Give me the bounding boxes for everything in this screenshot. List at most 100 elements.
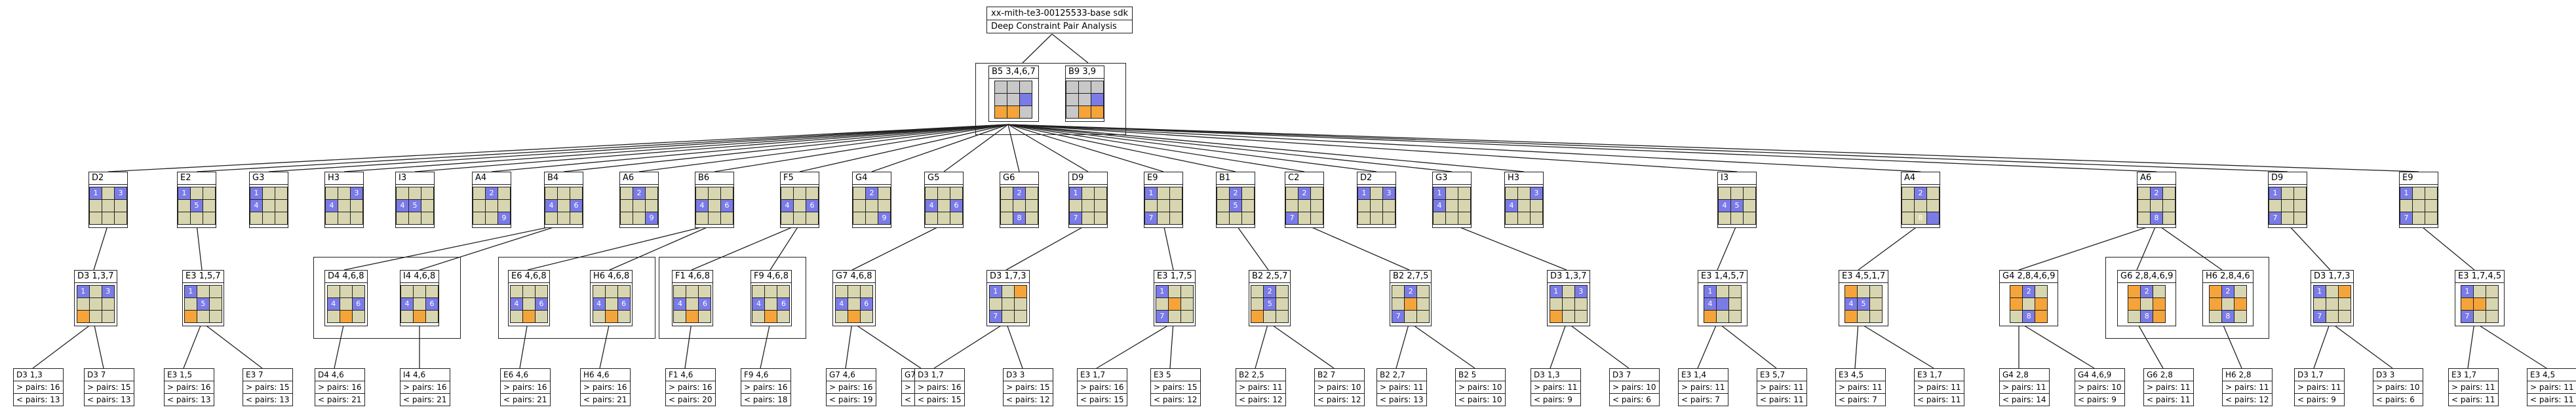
grid-cell <box>1729 286 1742 297</box>
leaf-label: E3 1,5 <box>167 370 193 379</box>
node-label: F5 <box>781 172 819 185</box>
grid-cell <box>2413 200 2425 212</box>
grid-cell <box>2163 212 2175 224</box>
node-label: D4 4,6,8 <box>325 271 367 283</box>
grid-cell <box>2338 311 2351 322</box>
leaf-label: B2 5 <box>1458 370 1477 379</box>
grid-cell <box>2138 187 2150 199</box>
tree-edge <box>196 124 1009 172</box>
leaf-node: E3 5,7> pairs: 11< pairs: 11 <box>1757 368 1807 406</box>
grid-cell <box>926 212 937 224</box>
grid-cell <box>1014 311 1026 322</box>
grid-cell <box>1311 212 1323 224</box>
node-label: E9 <box>2400 172 2438 185</box>
grid-cell <box>2153 286 2166 297</box>
grid-cell <box>1002 311 1014 322</box>
leaf-node: D3 1,7> pairs: 16< pairs: 15 <box>914 368 965 406</box>
grid-cell <box>848 298 860 310</box>
grid-cell <box>1181 298 1193 310</box>
grid-cell <box>794 187 806 199</box>
tree-edge <box>201 322 263 369</box>
grid-cell <box>326 212 338 224</box>
leaf-node: D4 4,6> pairs: 16< pairs: 21 <box>315 368 365 406</box>
grid-cell <box>1298 200 1310 212</box>
grid-cell <box>558 212 570 224</box>
tree-edge <box>1717 223 1738 271</box>
grid-cell <box>2282 187 2293 199</box>
grid-cell: 6 <box>806 200 818 212</box>
grid-cell: 1 <box>178 187 190 199</box>
leaf-lt: < pairs: 13 <box>1377 393 1426 406</box>
leaf-label: E3 1,7 <box>1080 370 1106 379</box>
grid-cell <box>1001 187 1013 199</box>
grid-cell <box>340 311 352 322</box>
grid-cell: 2 <box>1230 187 1241 199</box>
grid-cell <box>522 298 535 310</box>
grid-cell <box>570 212 582 224</box>
tree-edge <box>1007 124 1305 172</box>
node-label: E6 4,6,8 <box>509 271 549 283</box>
grid-cell <box>1358 200 1370 212</box>
grid-cell: 1 <box>2400 187 2412 199</box>
grid-cell: 5 <box>1230 200 1241 212</box>
grid-cell <box>1091 94 1103 105</box>
grid-cell <box>209 311 222 322</box>
tree-edge <box>2136 322 2164 369</box>
grid-cell <box>2023 298 2035 310</box>
leaf-gt: > pairs: 10 <box>1456 381 1505 393</box>
grid-cell: 1 <box>2269 187 2281 199</box>
grid-cell <box>1858 311 1870 322</box>
node-label: I4 4,6,8 <box>400 271 439 283</box>
leaf-gt: > pairs: 16 <box>14 381 63 393</box>
grid-cell <box>197 286 209 297</box>
leaf-gt: > pairs: 16 <box>1078 381 1127 393</box>
leaf-lt: < pairs: 12 <box>1004 393 1053 406</box>
grid-cell <box>2474 311 2486 322</box>
grid-cell <box>2326 286 2338 297</box>
leaf-node: D3 7> pairs: 10< pairs: 6 <box>1609 368 1660 406</box>
grid-cell <box>102 298 114 310</box>
grid-cell <box>1446 187 1458 199</box>
grid-cell <box>2163 200 2175 212</box>
leaf-lt: < pairs: 7 <box>1836 393 1885 406</box>
tree-edge <box>2287 223 2331 271</box>
leaf-label: D3 1,7 <box>918 370 944 379</box>
grid-cell <box>338 187 350 199</box>
leaf-lt: < pairs: 21 <box>501 393 550 406</box>
grid-cell <box>1870 298 1883 310</box>
grid-cell <box>401 311 413 322</box>
node-label: G7 4,6,8 <box>833 271 875 283</box>
grid-cell <box>950 187 962 199</box>
grid-cell <box>209 286 222 297</box>
tree-edge <box>1007 124 1089 172</box>
grid-cell <box>1251 286 1264 297</box>
node-label: I3 <box>1718 172 1756 185</box>
leaf-label: D3 3 <box>2376 370 2395 379</box>
tree-edge <box>1858 322 1934 369</box>
grid-cell <box>1392 298 1405 310</box>
grid-cell <box>2234 298 2246 310</box>
tree-edge <box>1235 223 1269 271</box>
tree-edge <box>1409 322 1475 369</box>
leaf-node: F1 4,6> pairs: 16< pairs: 20 <box>665 368 716 406</box>
grid-cell <box>2010 298 2023 310</box>
leaf-label: G4 4,6,9 <box>2078 370 2112 379</box>
grid-cell <box>765 298 777 310</box>
grid-cell <box>1371 187 1382 199</box>
grid-cell: 8 <box>2023 311 2035 322</box>
tree-edge <box>491 124 1009 172</box>
grid-cell <box>1095 200 1106 212</box>
leaf-label: E3 1,7 <box>2451 370 2477 379</box>
grid-cell <box>2153 298 2166 310</box>
